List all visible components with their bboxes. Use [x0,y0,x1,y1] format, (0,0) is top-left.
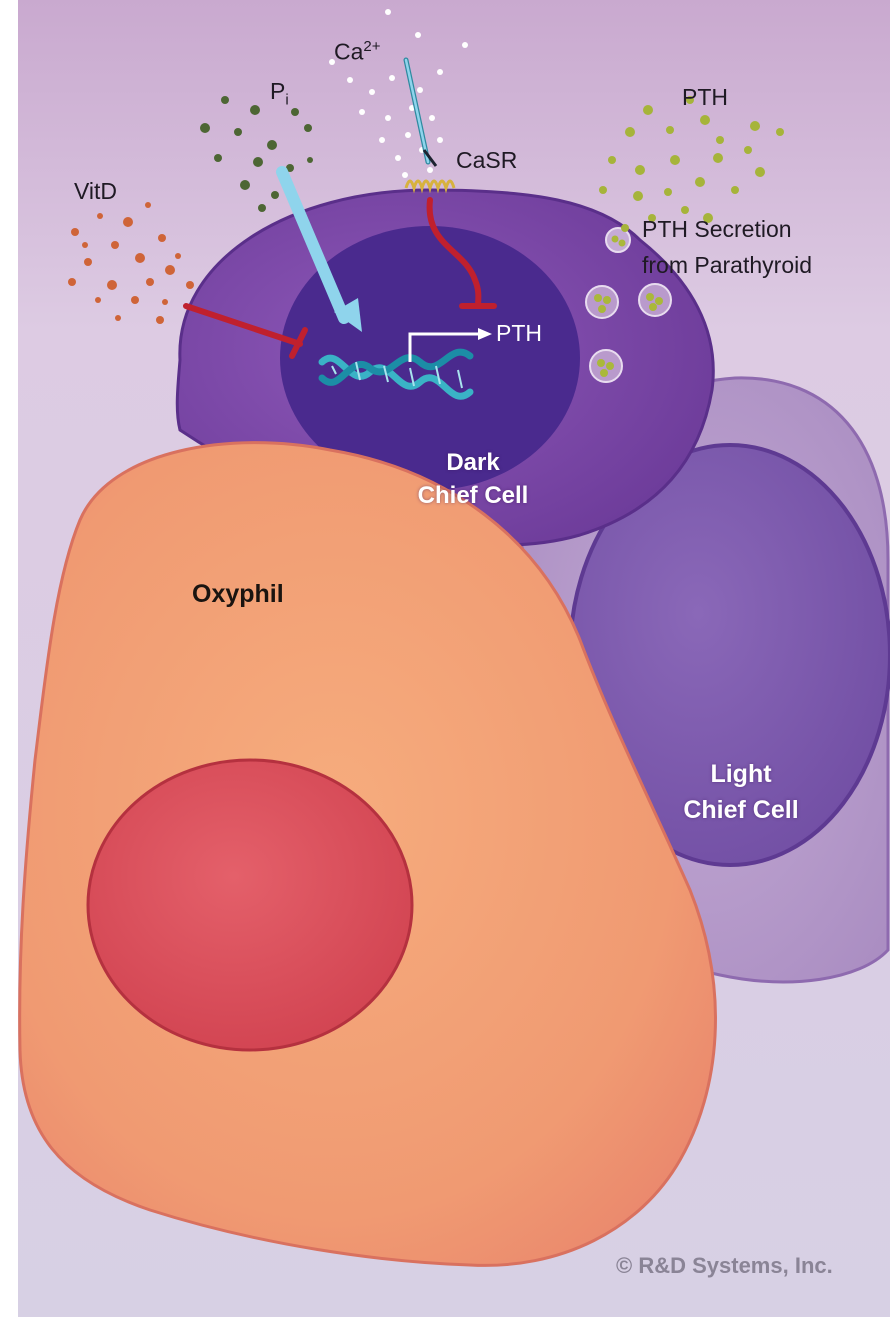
ca-label-text: Ca [334,39,363,65]
dark-chief-cell-label: Dark Chief Cell [378,446,568,512]
light-chief-cell-label-line1: Light [646,756,836,792]
pi-label: Pi [270,78,289,109]
vitd-label: VitD [74,178,117,205]
oxyphil-nucleus [88,760,412,1050]
pth-gene-label: PTH [496,320,542,347]
light-chief-cell-label: Light Chief Cell [646,756,836,828]
pi-label-text: P [270,78,285,104]
pth-top-label: PTH [682,84,728,111]
ca-label: Ca2+ [334,38,381,66]
oxyphil-label: Oxyphil [192,580,284,609]
pth-secretion-label-line1: PTH Secretion [642,216,792,243]
dark-chief-cell-label-line2: Chief Cell [378,479,568,512]
left-margin [0,0,18,1317]
light-chief-cell-label-line2: Chief Cell [646,792,836,828]
pth-secretion-label-line2: from Parathyroid [642,252,812,279]
ca-label-superscript: 2+ [363,38,380,55]
pi-label-subscript: i [285,92,288,109]
casr-label: CaSR [456,147,517,174]
copyright-notice: © R&D Systems, Inc. [616,1253,833,1279]
dark-chief-cell-label-line1: Dark [378,446,568,479]
